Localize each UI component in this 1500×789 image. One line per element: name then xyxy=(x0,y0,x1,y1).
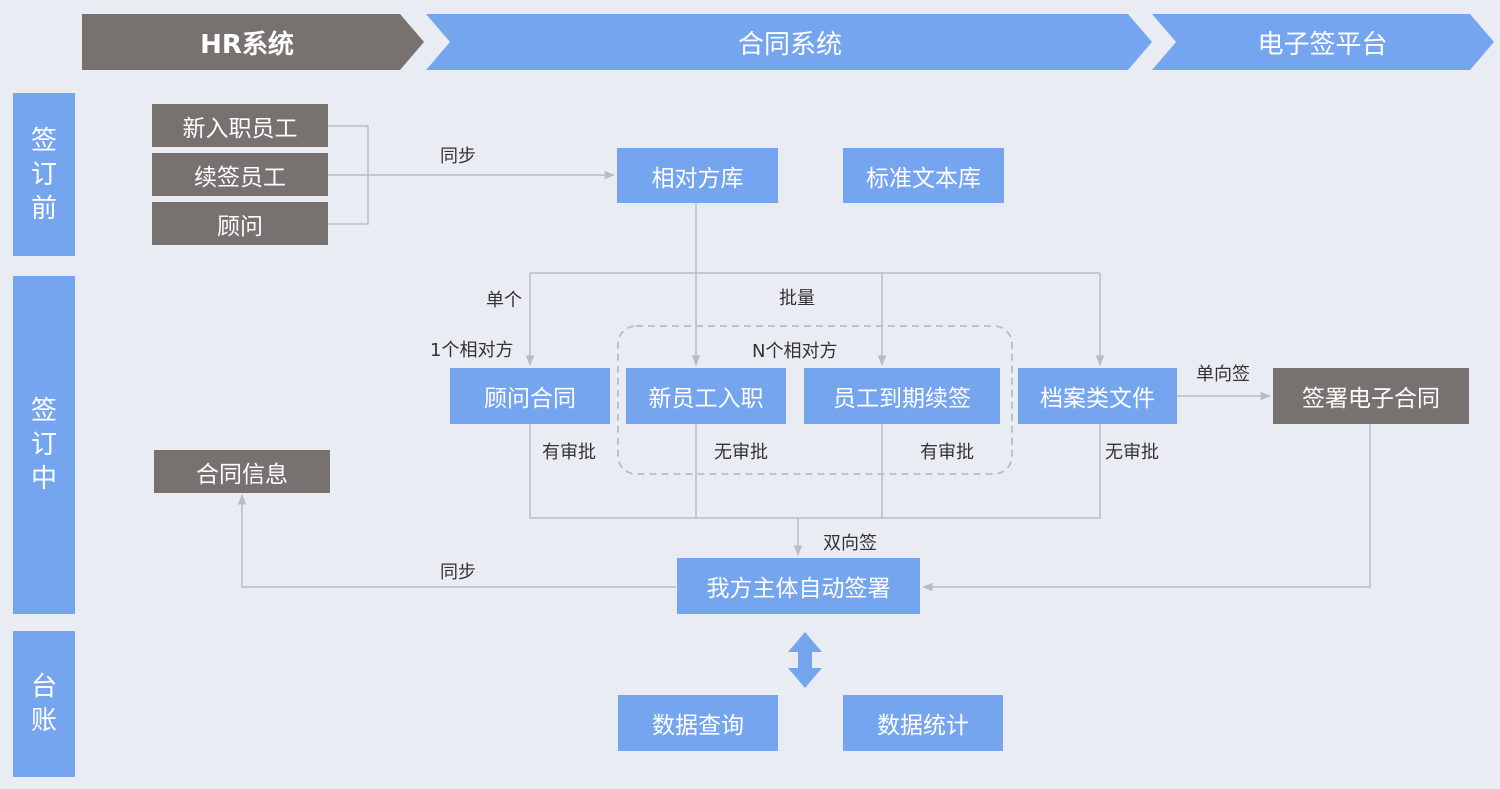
phase-ledger-label: 台账 xyxy=(30,672,57,736)
sync-back-arrow xyxy=(237,493,676,588)
phase-during: 签订中 xyxy=(13,276,75,614)
header-esign-platform: 电子签平台 xyxy=(1257,29,1388,60)
label-single: 单个 xyxy=(486,290,522,311)
archive-documents: 档案类文件 xyxy=(1018,368,1177,424)
label-one-way: 单向签 xyxy=(1196,364,1250,385)
label-batch: 批量 xyxy=(779,288,815,309)
esign-return-arrow xyxy=(921,424,1371,592)
header-hr-system: HR系统 xyxy=(200,29,294,60)
counterparty-library: 相对方库 xyxy=(617,148,778,203)
esign-contract: 签署电子合同 xyxy=(1273,368,1469,424)
hr-source-consultant: 顾问 xyxy=(152,202,328,245)
renewal-contract: 员工到期续签 xyxy=(804,368,1000,424)
label-sync-top: 同步 xyxy=(440,146,476,167)
contract-header-chevron xyxy=(426,14,1152,70)
phase-before-label: 签订前 xyxy=(30,125,57,224)
label-approval-1: 有审批 xyxy=(542,442,596,463)
standard-text-library: 标准文本库 xyxy=(843,148,1004,203)
label-no-approval-1: 无审批 xyxy=(714,442,768,463)
phase-before: 签订前 xyxy=(13,93,75,256)
new-hire-contract: 新员工入职 xyxy=(626,368,786,424)
esign-header-chevron xyxy=(1152,14,1494,70)
label-two-way: 双向签 xyxy=(823,533,877,554)
double-arrow-icon xyxy=(788,632,822,688)
label-sync-bottom: 同步 xyxy=(440,562,476,583)
auto-sign: 我方主体自动签署 xyxy=(677,558,920,614)
label-one-party: 1个相对方 xyxy=(430,340,514,361)
label-n-parties: N个相对方 xyxy=(752,341,838,362)
data-statistics: 数据统计 xyxy=(843,695,1003,751)
header-contract-system: 合同系统 xyxy=(737,29,842,60)
label-no-approval-2: 无审批 xyxy=(1105,442,1159,463)
label-approval-2: 有审批 xyxy=(920,442,974,463)
contract-info: 合同信息 xyxy=(154,450,330,493)
merge-line xyxy=(529,424,1101,519)
data-query: 数据查询 xyxy=(618,695,778,751)
hr-source-renewal: 续签员工 xyxy=(152,153,328,196)
consultant-contract: 顾问合同 xyxy=(450,368,610,424)
phase-during-label: 签订中 xyxy=(30,396,57,494)
phase-ledger: 台账 xyxy=(13,631,75,777)
hr-source-new-hire: 新入职员工 xyxy=(152,104,328,147)
hr-header-chevron xyxy=(82,14,424,70)
